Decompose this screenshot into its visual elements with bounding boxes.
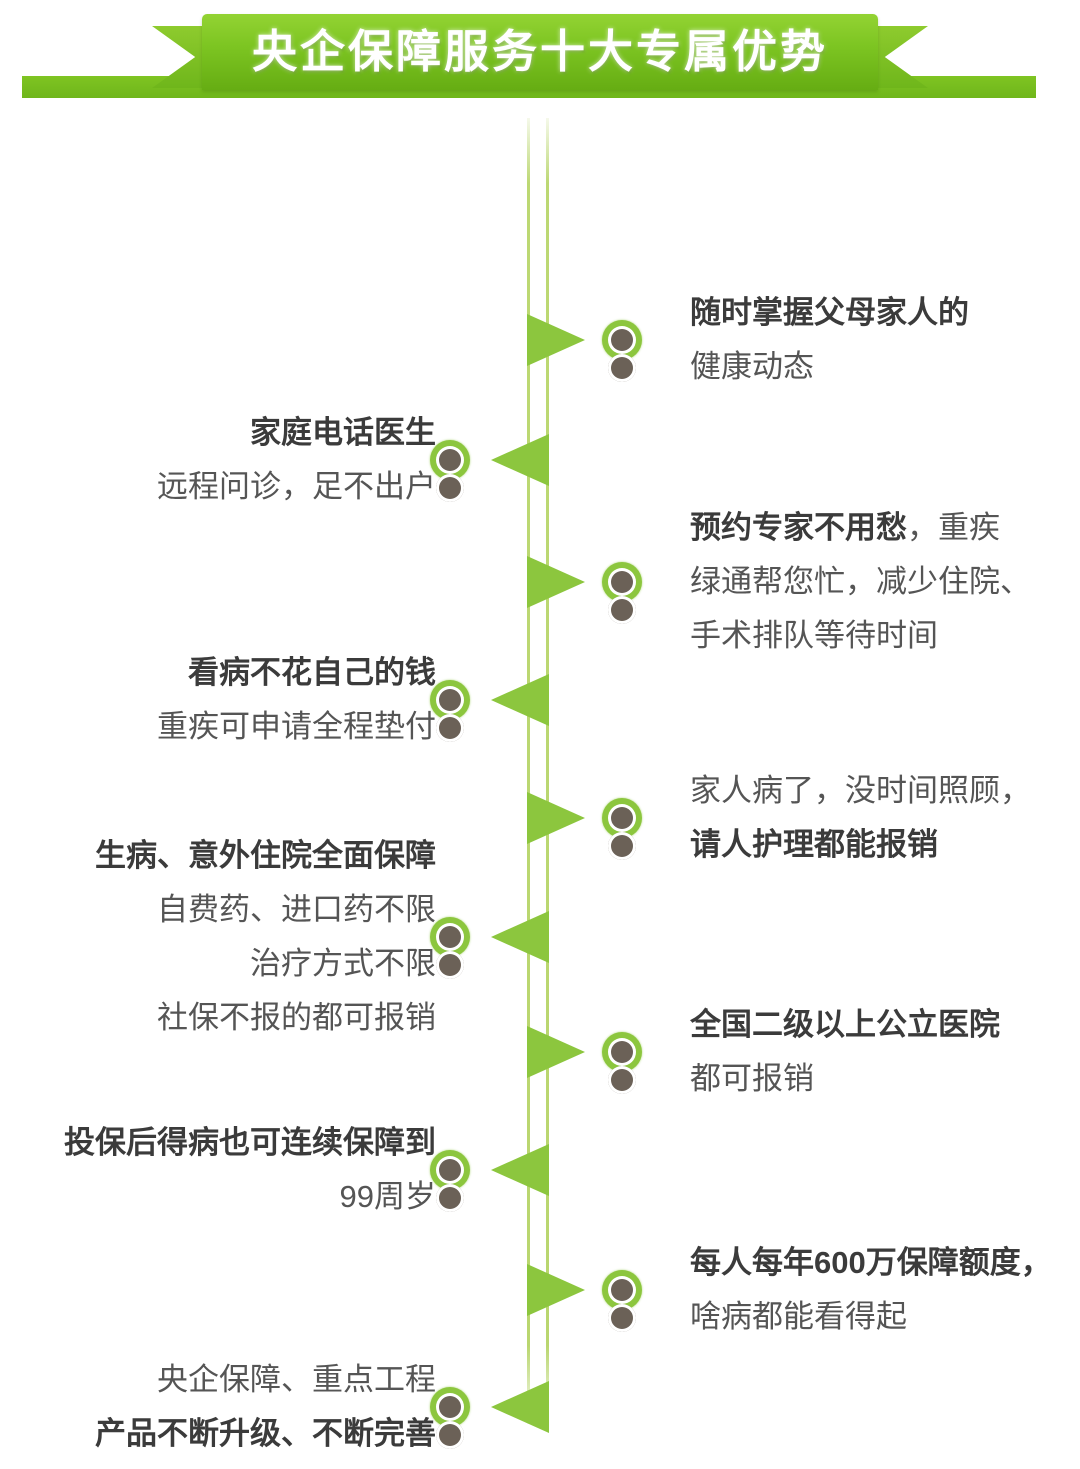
text-line: 远程问诊，足不出户 [157,469,436,504]
arrow-right-icon [527,1026,585,1078]
timeline-marker-dot [602,798,642,838]
text-line: 社保不报的都可报销 [157,1000,436,1035]
marker-core [439,926,461,948]
marker-inner-ring [608,326,636,354]
timeline-text-3: 预约专家不用愁，重疾绿通帮您忙，减少住院、手术排队等待时间 [690,501,1031,663]
text-line: 全国二级以上公立医院 [690,1007,1000,1042]
text-line: 每人每年600万保障额度， [690,1245,1052,1280]
timeline-marker-dot [602,320,642,360]
arrow-right-icon [527,314,585,366]
marker-core [611,571,633,593]
header-banner: 央企保障服务十大专属优势 [0,0,1080,112]
timeline-text-7: 全国二级以上公立医院都可报销 [690,998,1000,1106]
timeline-text-9: 每人每年600万保障额度， 啥病都能看得起 [690,1236,1052,1344]
timeline-spine: 随时掌握父母家人的健康动态家庭电话医生远程问诊，足不出户预约专家不用愁，重疾绿通… [0,112,1080,1469]
arrow-left-icon [491,674,549,726]
timeline-marker-dot [602,1270,642,1310]
text-line: 家庭电话医生 [250,415,436,450]
text-line: 治疗方式不限 [250,946,436,981]
timeline-marker-dot [430,1387,470,1427]
marker-core [611,1041,633,1063]
timeline-text-1: 随时掌握父母家人的健康动态 [690,286,969,394]
text-line: 生病、意外住院全面保障 [95,838,436,873]
text-segment-bold: 预约专家不用愁 [690,510,907,545]
arrow-left-icon [491,911,549,963]
text-line: 央企保障、重点工程 [157,1362,436,1397]
marker-inner-ring [436,686,464,714]
timeline-marker-dot [602,562,642,602]
text-line: 99周岁 [339,1179,436,1214]
marker-inner-ring [608,568,636,596]
marker-core [439,449,461,471]
marker-core [611,807,633,829]
marker-inner-ring [436,1393,464,1421]
arrow-left-icon [491,1381,549,1433]
timeline-text-5: 家人病了，没时间照顾， 请人护理都能报销 [690,764,1031,872]
timeline-marker-dot [430,440,470,480]
marker-core [611,1279,633,1301]
arrow-right-icon [527,1264,585,1316]
text-line: 看病不花自己的钱 [188,655,436,690]
text-line: 都可报销 [690,1061,814,1096]
marker-core [439,689,461,711]
text-line: 健康动态 [690,349,814,384]
text-line: 重疾可申请全程垫付 [157,709,436,744]
marker-inner-ring [436,1156,464,1184]
arrow-left-icon [491,1144,549,1196]
marker-inner-ring [436,446,464,474]
text-line: 预约专家不用愁，重疾 [690,501,1031,555]
text-line: 随时掌握父母家人的 [690,295,969,330]
text-line: 投保后得病也可连续保障到 [64,1125,436,1160]
arrow-right-icon [527,556,585,608]
marker-core [439,1159,461,1181]
text-line: 自费药、进口药不限 [157,892,436,927]
timeline-text-2: 家庭电话医生远程问诊，足不出户 [157,406,436,514]
marker-core [611,329,633,351]
spine-line-left [527,118,530,1424]
marker-inner-ring [608,804,636,832]
timeline-text-8: 投保后得病也可连续保障到 99周岁 [64,1116,436,1224]
timeline-marker-dot [430,1150,470,1190]
timeline-text-10: 央企保障、重点工程产品不断升级、不断完善 [95,1353,436,1461]
text-line: 产品不断升级、不断完善 [95,1416,436,1451]
text-line: 啥病都能看得起 [690,1299,907,1334]
timeline-marker-dot [602,1032,642,1072]
text-line: 请人护理都能报销 [690,827,938,862]
text-line: 手术排队等待时间 [690,618,938,653]
arrow-right-icon [527,792,585,844]
timeline-text-6: 生病、意外住院全面保障自费药、进口药不限治疗方式不限社保不报的都可报销 [95,829,436,1045]
timeline-marker-dot [430,680,470,720]
text-line: 家人病了，没时间照顾， [690,773,1031,808]
spine-line-right [546,118,549,1424]
text-line: 绿通帮您忙，减少住院、 [690,564,1031,599]
marker-inner-ring [608,1276,636,1304]
banner-plate [202,14,878,90]
timeline-marker-dot [430,917,470,957]
arrow-left-icon [491,434,549,486]
page-title: 央企保障服务十大专属优势 [251,25,828,78]
timeline-text-4: 看病不花自己的钱重疾可申请全程垫付 [157,646,436,754]
text-segment-regular: ，重疾 [907,510,1000,545]
marker-core [439,1396,461,1418]
marker-inner-ring [608,1038,636,1066]
marker-inner-ring [436,923,464,951]
